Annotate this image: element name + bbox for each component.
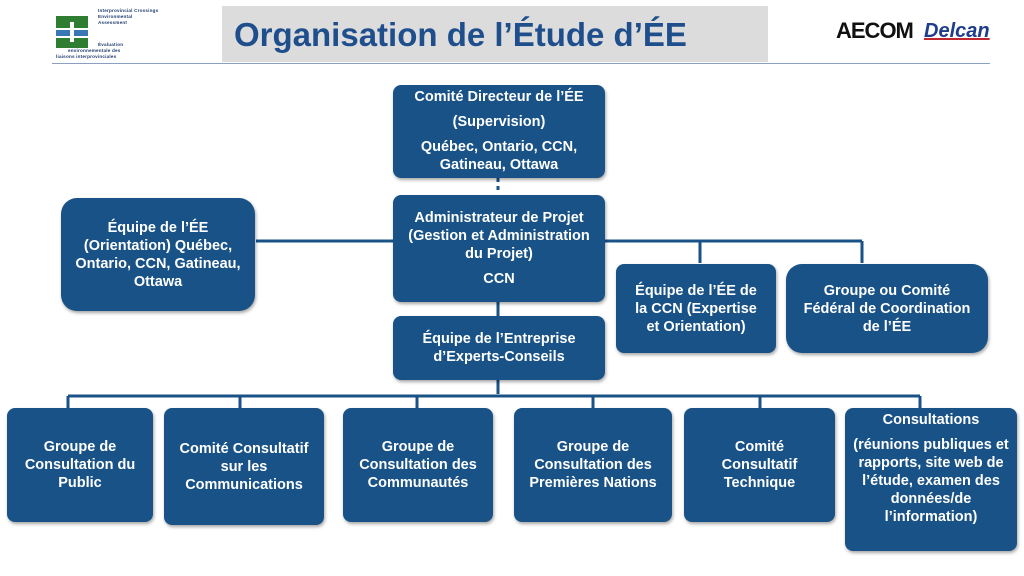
logo-text-line: Interprovincial Crossings bbox=[98, 8, 159, 13]
consultants-team-box: Équipe de l’Entreprise d’Experts-Conseil… bbox=[393, 316, 605, 380]
ccn-ee-team-text: Équipe de l’ÉE de la CCN (Expertise et O… bbox=[635, 282, 757, 335]
communications-committee-box: Comité Consultatif sur les Communication… bbox=[164, 408, 324, 525]
delcan-logo: Delcan bbox=[924, 20, 990, 42]
ee-team-orientation-text: Équipe de l’ÉE (Orientation) Québec, Ont… bbox=[75, 219, 241, 290]
logo-text-line: Assessment bbox=[98, 20, 128, 25]
public-consultation-text: Groupe de Consultation du Public bbox=[24, 439, 136, 491]
ee-team-orientation-box: Équipe de l’ÉE (Orientation) Québec, Ont… bbox=[61, 198, 255, 311]
federal-coordination-text: Groupe ou Comité Fédéral de Coordination… bbox=[803, 282, 971, 335]
consultations-detail: (réunions publiques et rapports, site we… bbox=[853, 437, 1009, 525]
consultations-title: Consultations bbox=[882, 412, 980, 428]
first-nations-consultation-text: Groupe de Consultation des Premières Nat… bbox=[529, 439, 657, 491]
communities-consultation-box: Groupe de Consultation des Communautés bbox=[343, 408, 493, 522]
steering-committee-box: Comité Directeur de l’ÉE (Supervision) Q… bbox=[393, 85, 605, 178]
admin-title: Administrateur de Projet (Gestion et Adm… bbox=[408, 210, 590, 262]
aecom-logo: AECOM bbox=[836, 18, 914, 43]
federal-coordination-box: Groupe ou Comité Fédéral de Coordination… bbox=[786, 264, 988, 353]
logo-text-line: environnementale des bbox=[68, 48, 121, 53]
header-divider bbox=[52, 63, 990, 64]
ice-logo: Interprovincial Crossings Environmental … bbox=[52, 6, 172, 64]
technical-committee-text: Comité Consultatif Technique bbox=[721, 439, 798, 491]
public-consultation-box: Groupe de Consultation du Public bbox=[7, 408, 153, 522]
page-title: Organisation de l’Étude d’ÉE bbox=[234, 16, 687, 53]
technical-committee-box: Comité Consultatif Technique bbox=[684, 408, 835, 522]
communications-committee-text: Comité Consultatif sur les Communication… bbox=[179, 440, 309, 493]
project-administrator-box: Administrateur de Projet (Gestion et Adm… bbox=[393, 195, 605, 302]
logo-text-line: Évaluation bbox=[98, 42, 124, 47]
steering-title: Comité Directeur de l’ÉE bbox=[414, 88, 584, 105]
communities-consultation-text: Groupe de Consultation des Communautés bbox=[359, 439, 477, 491]
title-bar: Organisation de l’Étude d’ÉE bbox=[222, 6, 768, 62]
consultations-box: Consultations (réunions publiques et rap… bbox=[845, 408, 1017, 551]
logo-text-line: Environmental bbox=[98, 14, 133, 19]
admin-members: CCN bbox=[483, 271, 515, 287]
steering-role: (Supervision) bbox=[452, 113, 546, 130]
river-crossing-logo-icon bbox=[56, 16, 88, 48]
logo-text-line: liaisons interprovinciales bbox=[56, 54, 117, 59]
first-nations-consultation-box: Groupe de Consultation des Premières Nat… bbox=[514, 408, 672, 522]
consultants-team-text: Équipe de l’Entreprise d’Experts-Conseil… bbox=[422, 331, 576, 365]
ccn-ee-team-box: Équipe de l’ÉE de la CCN (Expertise et O… bbox=[616, 264, 776, 353]
steering-members: Québec, Ontario, CCN, Gatineau, Ottawa bbox=[420, 138, 578, 173]
